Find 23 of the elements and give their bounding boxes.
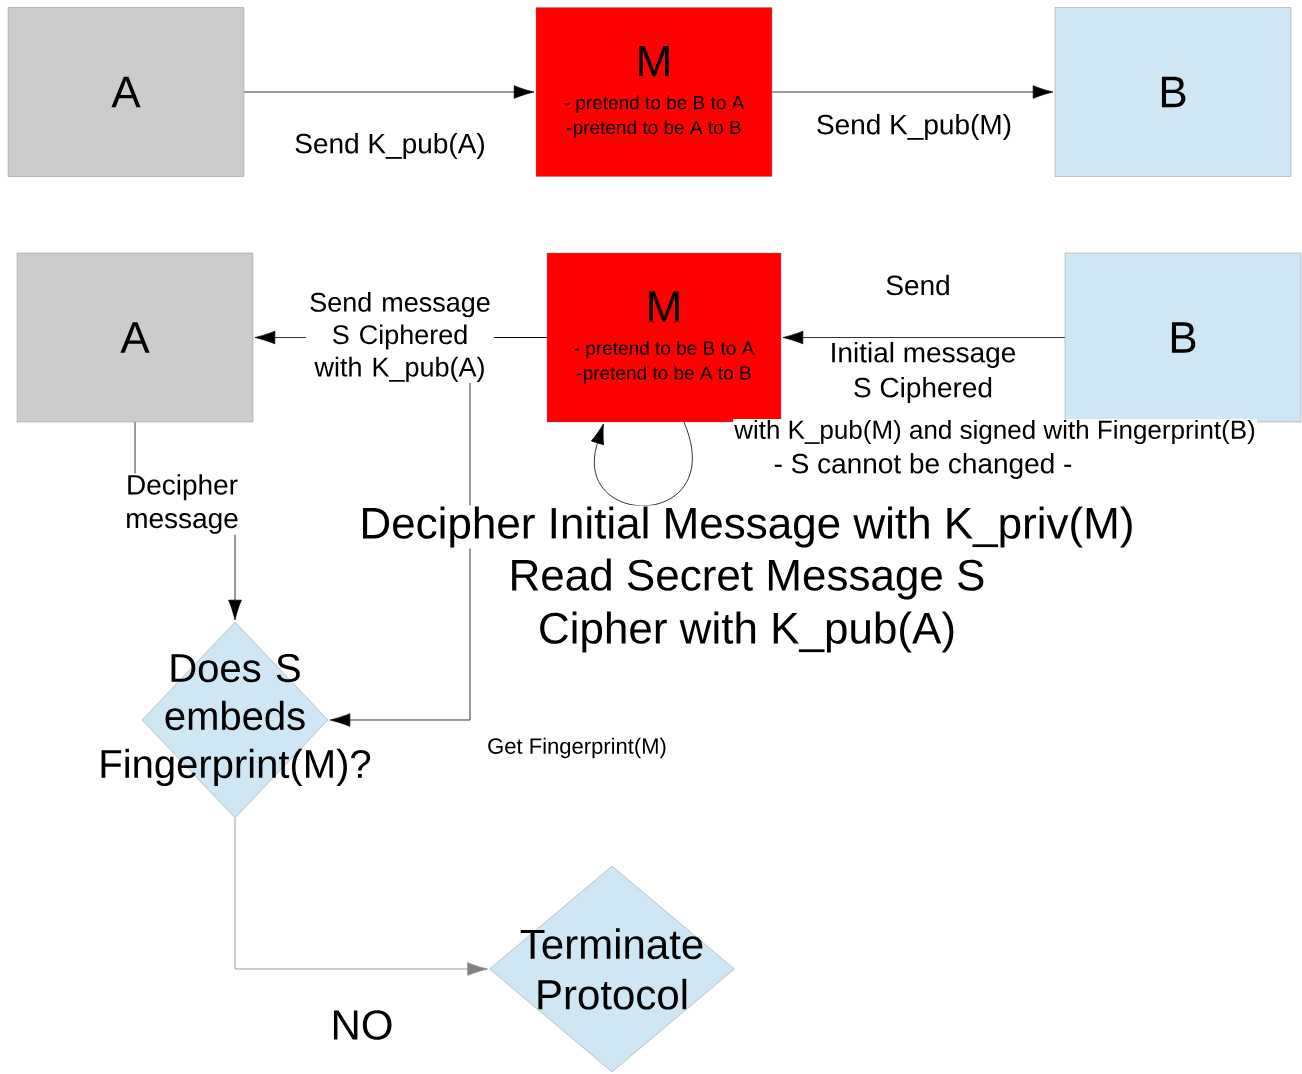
note-text: Cipher with K_pub(A) bbox=[536, 610, 958, 654]
edge-label: Send K_pub(A) bbox=[293, 131, 487, 161]
arrow bbox=[782, 330, 1066, 345]
edge-label: Send message S Ciphered with K_pub(A) bbox=[306, 291, 494, 383]
arrow bbox=[234, 817, 488, 976]
arrow bbox=[771, 85, 1054, 99]
note-text: Read Secret Message S bbox=[507, 557, 987, 601]
process-box: A bbox=[16, 252, 254, 423]
edge-label: NO bbox=[329, 1009, 395, 1041]
arrow bbox=[591, 421, 693, 506]
process-box: M - pretend to be B to A -pretend to be A to B bbox=[535, 7, 773, 177]
edge-label: Send K_pub(M) bbox=[814, 112, 1014, 142]
edge-label: Decipher message bbox=[106, 473, 258, 535]
note-text: S Ciphered bbox=[851, 375, 995, 405]
arrow bbox=[243, 85, 535, 99]
note-text: with K_pub(M) and signed with Fingerprint(B) bbox=[733, 418, 1257, 446]
note-text: Decipher Initial Message with K_priv(M) bbox=[358, 505, 1136, 549]
process-box: A bbox=[7, 7, 245, 177]
process-box: B bbox=[1054, 7, 1292, 177]
edge-label: Get Fingerprint(M) bbox=[486, 736, 668, 760]
edge-label: Send bbox=[884, 273, 952, 297]
note-text: - S cannot be changed - bbox=[772, 451, 1074, 481]
note-text: Initial message bbox=[828, 340, 1018, 370]
